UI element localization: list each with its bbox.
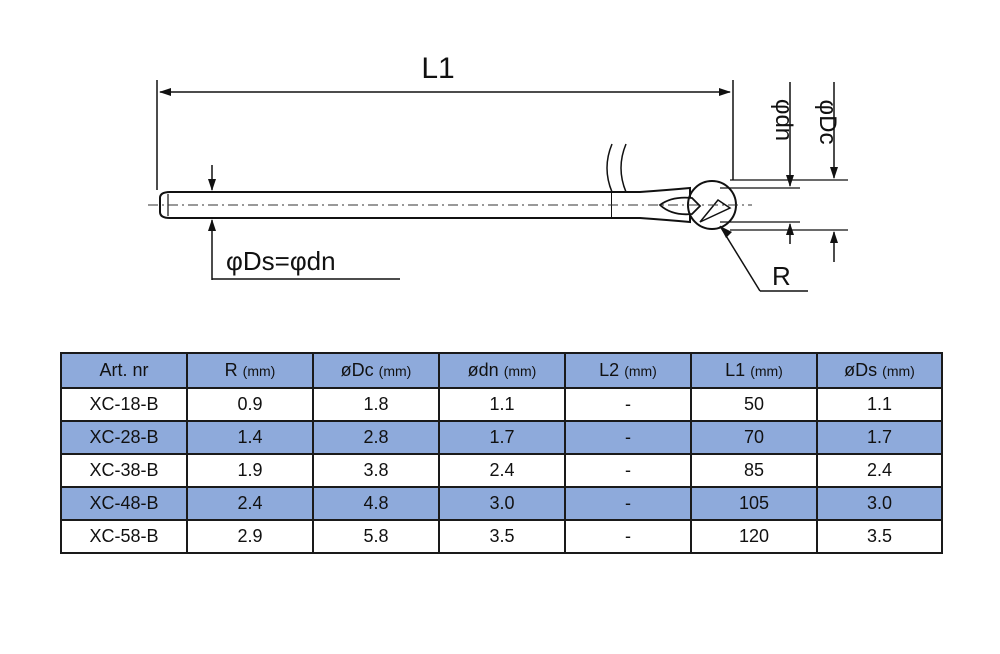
header-unit: (mm) bbox=[503, 363, 537, 379]
table-cell: - bbox=[564, 387, 692, 422]
header-dc: øDc (mm) bbox=[312, 352, 440, 389]
table-cell: 2.4 bbox=[816, 453, 943, 488]
table-row: XC-28-B 1.4 2.8 1.7 - 70 1.7 bbox=[60, 420, 943, 455]
table-cell: 85 bbox=[690, 453, 818, 488]
ds-dn-label: φDs=φdn bbox=[226, 246, 336, 276]
table-cell: 3.5 bbox=[816, 519, 943, 554]
table-cell: 0.9 bbox=[186, 387, 314, 422]
spec-table: Art. nr R (mm) øDc (mm) ødn (mm) L2 (mm)… bbox=[60, 352, 943, 554]
table-cell: XC-58-B bbox=[60, 519, 188, 554]
table-cell: 1.7 bbox=[816, 420, 943, 455]
header-label: øDc bbox=[340, 360, 374, 380]
header-dn: ødn (mm) bbox=[438, 352, 566, 389]
table-cell: 3.8 bbox=[312, 453, 440, 488]
table-row: XC-48-B 2.4 4.8 3.0 - 105 3.0 bbox=[60, 486, 943, 521]
table-cell: - bbox=[564, 486, 692, 521]
tool-drawing: L1 φDs=φdn φdn φDc bbox=[148, 52, 848, 292]
table-row: XC-38-B 1.9 3.8 2.4 - 85 2.4 bbox=[60, 453, 943, 488]
header-unit: (mm) bbox=[378, 363, 412, 379]
table-cell: 1.7 bbox=[438, 420, 566, 455]
l1-label: L1 bbox=[421, 52, 454, 85]
header-r: R (mm) bbox=[186, 352, 314, 389]
header-unit: (mm) bbox=[242, 363, 276, 379]
header-label: L2 bbox=[599, 360, 620, 380]
header-art-nr: Art. nr bbox=[60, 352, 188, 389]
table-cell: 3.0 bbox=[438, 486, 566, 521]
radius-leader: R bbox=[719, 225, 808, 292]
table-row: XC-58-B 2.9 5.8 3.5 - 120 3.5 bbox=[60, 519, 943, 554]
table-cell: 2.9 bbox=[186, 519, 314, 554]
table-cell: XC-18-B bbox=[60, 387, 188, 422]
header-unit: (mm) bbox=[750, 363, 783, 379]
header-label: L1 bbox=[725, 360, 746, 380]
header-ds: øDs (mm) bbox=[816, 352, 943, 389]
table-cell: 3.5 bbox=[438, 519, 566, 554]
dn-label: φdn bbox=[770, 99, 797, 141]
dc-label: φDc bbox=[814, 100, 841, 145]
table-row: XC-18-B 0.9 1.8 1.1 - 50 1.1 bbox=[60, 387, 943, 422]
dc-dimension: φDc bbox=[730, 82, 848, 262]
header-l1: L1 (mm) bbox=[690, 352, 818, 389]
dn-dimension: φdn bbox=[720, 82, 800, 244]
ds-dimension: φDs=φdn bbox=[208, 165, 400, 280]
table-cell: XC-38-B bbox=[60, 453, 188, 488]
header-unit: (mm) bbox=[624, 363, 657, 379]
table-cell: 1.1 bbox=[816, 387, 943, 422]
table-cell: 4.8 bbox=[312, 486, 440, 521]
table-cell: 1.4 bbox=[186, 420, 314, 455]
table-cell: 1.9 bbox=[186, 453, 314, 488]
table-cell: XC-48-B bbox=[60, 486, 188, 521]
table-cell: 1.8 bbox=[312, 387, 440, 422]
table-cell: 120 bbox=[690, 519, 818, 554]
table-cell: 3.0 bbox=[816, 486, 943, 521]
header-label: R bbox=[224, 360, 238, 380]
header-label: Art. nr bbox=[99, 360, 149, 380]
table-cell: - bbox=[564, 420, 692, 455]
table-cell: - bbox=[564, 453, 692, 488]
header-label: ødn bbox=[467, 360, 499, 380]
tool-body bbox=[148, 143, 752, 230]
table-cell: 1.1 bbox=[438, 387, 566, 422]
table-cell: 105 bbox=[690, 486, 818, 521]
table-cell: - bbox=[564, 519, 692, 554]
r-label: R bbox=[772, 261, 791, 291]
table-cell: 5.8 bbox=[312, 519, 440, 554]
header-label: øDs bbox=[844, 360, 878, 380]
l1-dimension: L1 bbox=[156, 52, 734, 190]
header-l2: L2 (mm) bbox=[564, 352, 692, 389]
table-header-row: Art. nr R (mm) øDc (mm) ødn (mm) L2 (mm)… bbox=[60, 352, 943, 389]
table-cell: 70 bbox=[690, 420, 818, 455]
table-cell: XC-28-B bbox=[60, 420, 188, 455]
header-unit: (mm) bbox=[882, 363, 915, 379]
table-cell: 2.4 bbox=[438, 453, 566, 488]
table-cell: 2.8 bbox=[312, 420, 440, 455]
table-cell: 2.4 bbox=[186, 486, 314, 521]
table-cell: 50 bbox=[690, 387, 818, 422]
